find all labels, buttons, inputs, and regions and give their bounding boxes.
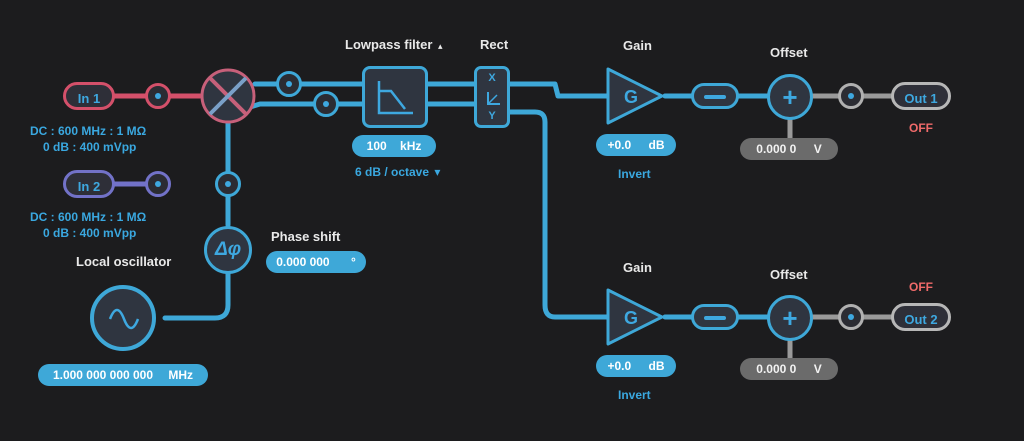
phase-shift-title: Phase shift: [271, 229, 341, 244]
rect-title: Rect: [480, 37, 509, 52]
oscillator-title: Local oscillator: [76, 254, 172, 269]
phase-shift-button[interactable]: Δφ: [204, 226, 252, 274]
plus-icon: +: [782, 302, 798, 333]
gain2-invert-link[interactable]: Invert: [618, 388, 651, 402]
oscillator-frequency-value: 1.000 000 000 000: [52, 368, 154, 382]
gain2-title: Gain: [623, 260, 652, 275]
output1-node[interactable]: [838, 83, 864, 109]
lowpass-cutoff-unit: kHz: [400, 139, 422, 153]
gain1-invert-link[interactable]: Invert: [618, 167, 651, 181]
lowpass-title-text: Lowpass filter: [345, 37, 433, 52]
offset2-title: Offset: [770, 267, 808, 282]
plus-icon: +: [782, 81, 798, 112]
invert1-toggle[interactable]: [691, 83, 739, 109]
mixer-out-node-i[interactable]: [276, 71, 302, 97]
gain1-title: Gain: [623, 38, 652, 53]
xy-axes-icon: [487, 92, 500, 105]
output2-node[interactable]: [838, 304, 864, 330]
offset2-value: 0.000 0: [756, 362, 797, 376]
chevron-down-icon: ▾: [434, 165, 441, 179]
rect-converter-button[interactable]: X Y: [474, 66, 510, 128]
gain1-field[interactable]: +0.0 dB: [596, 134, 676, 156]
gain1-value: +0.0: [607, 138, 632, 152]
lowpass-slope-dropdown[interactable]: 6 dB / octave ▾: [355, 165, 440, 179]
triangle-up-icon[interactable]: ▴: [438, 41, 443, 51]
output2-status[interactable]: OFF: [909, 280, 933, 294]
gain2-value: +0.0: [607, 359, 632, 373]
gain2-unit: dB: [648, 359, 665, 373]
offset2-add-button[interactable]: +: [767, 295, 813, 341]
delta-phi-icon: Δφ: [214, 239, 242, 260]
input-in1-button[interactable]: In 1: [63, 82, 115, 110]
offset1-field[interactable]: 0.000 0 V: [740, 138, 838, 160]
output-out2-button[interactable]: Out 2: [891, 303, 951, 331]
offset2-unit: V: [813, 362, 822, 376]
mixer-out-node-q[interactable]: [313, 91, 339, 117]
gain1-button[interactable]: G: [604, 65, 668, 127]
oscillator-button[interactable]: [90, 285, 156, 351]
offset2-field[interactable]: 0.000 0 V: [740, 358, 838, 380]
sine-wave-icon: [108, 308, 140, 330]
output1-status[interactable]: OFF: [909, 121, 933, 135]
offset1-add-button[interactable]: +: [767, 74, 813, 120]
rect-x-label: X: [488, 72, 496, 84]
input-in2-node[interactable]: [145, 171, 171, 197]
mixer-symbol: [200, 68, 256, 124]
output-out1-button[interactable]: Out 1: [891, 82, 951, 110]
phase-shift-unit: °: [350, 255, 356, 269]
offset1-title: Offset: [770, 45, 808, 60]
input-in2-spec: DC : 600 MHz : 1 MΩ: [30, 210, 147, 224]
lowpass-filter-button[interactable]: [362, 66, 428, 128]
oscillator-frequency-field[interactable]: 1.000 000 000 000 MHz: [38, 364, 208, 386]
gain2-button[interactable]: G: [604, 286, 668, 348]
phase-shift-field[interactable]: 0.000 000 °: [266, 251, 366, 273]
gain2-symbol: G: [624, 308, 638, 328]
input-in1-spec: DC : 600 MHz : 1 MΩ: [30, 124, 147, 138]
lowpass-title: Lowpass filter ▴: [345, 37, 443, 52]
invert2-toggle[interactable]: [691, 304, 739, 330]
oscillator-frequency-unit: MHz: [168, 368, 194, 382]
gain2-field[interactable]: +0.0 dB: [596, 355, 676, 377]
lowpass-slope-value: 6 dB / octave: [355, 165, 430, 179]
input-in1-range: 0 dB : 400 mVpp: [43, 140, 137, 154]
lo-node[interactable]: [215, 171, 241, 197]
lowpass-cutoff-value: 100: [366, 139, 387, 153]
lowpass-cutoff-field[interactable]: 100 kHz: [352, 135, 436, 157]
rect-y-label: Y: [488, 110, 496, 122]
lowpass-response-icon: [377, 81, 413, 115]
gain1-symbol: G: [624, 87, 638, 107]
input-in2-range: 0 dB : 400 mVpp: [43, 226, 137, 240]
gain1-unit: dB: [648, 138, 665, 152]
offset1-value: 0.000 0: [756, 142, 797, 156]
input-in2-button[interactable]: In 2: [63, 170, 115, 198]
phase-shift-value: 0.000 000: [276, 255, 330, 269]
offset1-unit: V: [813, 142, 822, 156]
input-in1-node[interactable]: [145, 83, 171, 109]
